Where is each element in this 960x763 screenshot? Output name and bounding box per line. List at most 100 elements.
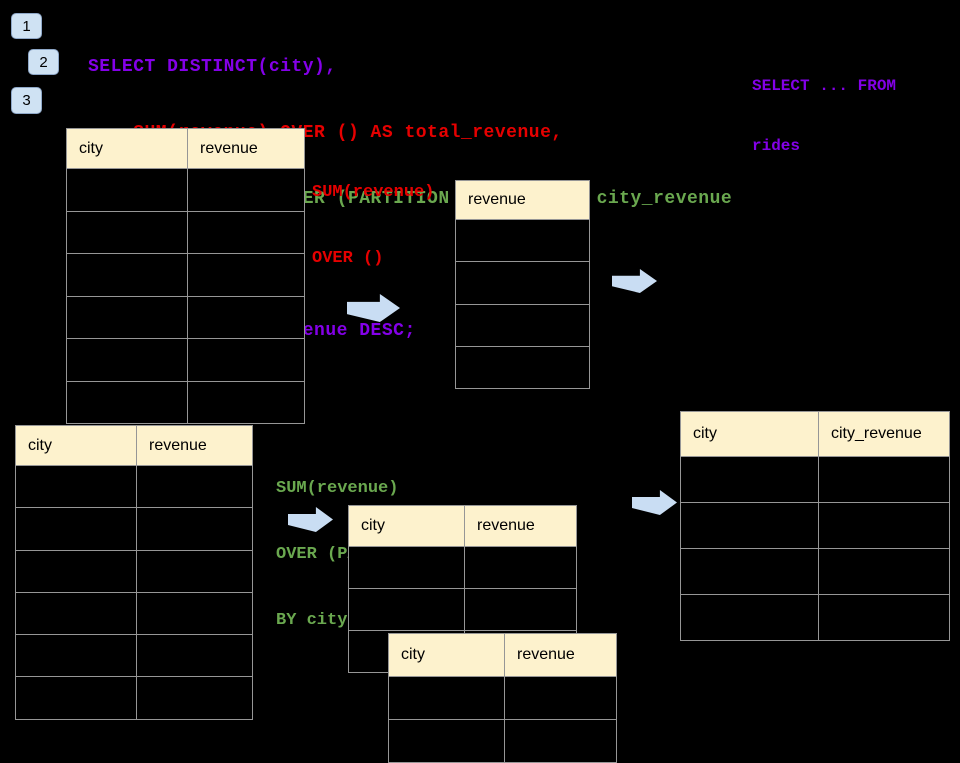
table-row	[456, 261, 589, 303]
column-header-revenue: revenue	[187, 129, 304, 168]
annotation-line: SUM(revenue)	[276, 479, 399, 498]
column-header-revenue: revenue	[504, 634, 616, 676]
table-cell	[389, 677, 504, 719]
table-total-revenue: revenue	[455, 180, 590, 390]
table-row	[681, 456, 949, 502]
table-cell	[67, 212, 187, 254]
table-row	[16, 634, 252, 677]
table-cell	[456, 220, 589, 261]
table-cell	[187, 169, 304, 211]
column-header-city: city	[361, 517, 385, 534]
annotation-select-from-rides: SELECT ... FROM rides	[752, 36, 896, 176]
column-header-revenue: revenue	[464, 506, 576, 546]
column-header-city-revenue: city_revenue	[818, 412, 949, 456]
table-header-row: city revenue	[67, 129, 304, 168]
table-cell	[818, 503, 949, 548]
annotation-line: rides	[752, 137, 801, 155]
annotation-sum-over-all: SUM(revenue) OVER ()	[312, 138, 434, 292]
table-cell	[136, 592, 252, 635]
table-row	[16, 591, 252, 635]
table-header-row: city revenue	[349, 506, 576, 546]
table-cell	[349, 547, 464, 588]
table-cell	[349, 589, 464, 630]
table-row	[389, 676, 616, 719]
table-cell	[504, 720, 616, 762]
table-cell	[187, 254, 304, 296]
table-cell	[464, 589, 576, 630]
step-badge-1: 1	[11, 13, 42, 39]
column-header-city: city	[693, 425, 717, 442]
table-row	[456, 303, 589, 346]
table-row	[456, 345, 589, 388]
table-source-top: city revenue	[66, 128, 305, 424]
table-cell	[681, 457, 818, 502]
table-cell	[456, 305, 589, 346]
table-cell	[456, 347, 589, 388]
step-badge-3: 3	[11, 87, 42, 114]
table-row	[67, 295, 304, 339]
annotation-line: BY city)	[276, 611, 358, 630]
table-cell	[136, 550, 252, 592]
table-row	[67, 210, 304, 254]
table-cell	[67, 254, 187, 296]
table-header-row: revenue	[456, 181, 589, 219]
table-cell	[67, 297, 187, 339]
table-row	[349, 546, 576, 588]
step-badge-2: 2	[28, 49, 59, 75]
right-arrow-icon	[632, 490, 677, 515]
table-row	[349, 588, 576, 630]
table-row	[16, 549, 252, 592]
table-row	[67, 338, 304, 381]
column-header-city: city	[28, 436, 52, 454]
table-row	[16, 676, 252, 719]
table-row	[389, 719, 616, 762]
table-header-row: city city_revenue	[681, 412, 949, 456]
table-row	[16, 507, 252, 550]
table-row	[681, 594, 949, 640]
table-cell	[136, 635, 252, 677]
table-cell	[187, 296, 304, 338]
table-cell	[136, 508, 252, 550]
table-partitioned-overlay: city revenue	[388, 633, 617, 763]
table-cell	[187, 339, 304, 381]
table-cell	[818, 549, 949, 594]
table-cell	[456, 262, 589, 303]
table-cell	[681, 595, 818, 640]
table-cell	[389, 720, 504, 762]
table-row	[681, 548, 949, 594]
sql-code-line-select: SELECT DISTINCT(city),	[88, 57, 337, 77]
column-header-revenue: revenue	[468, 191, 526, 208]
table-cell	[67, 382, 187, 424]
table-cell	[818, 595, 949, 640]
table-cell	[136, 466, 252, 508]
table-source-bottom: city revenue	[15, 425, 253, 720]
table-cell	[67, 169, 187, 211]
table-cell	[16, 677, 136, 718]
table-cell	[67, 339, 187, 381]
annotation-line: OVER ()	[312, 249, 384, 268]
column-header-city: city	[401, 646, 425, 663]
table-cell	[681, 549, 818, 594]
table-cell	[16, 508, 136, 549]
column-header-city: city	[79, 139, 103, 157]
table-cell	[136, 677, 252, 719]
table-header-row: city revenue	[16, 426, 252, 465]
table-row	[67, 380, 304, 424]
table-result-city-revenue: city city_revenue	[680, 411, 950, 641]
table-row	[16, 465, 252, 508]
table-row	[681, 502, 949, 548]
table-cell	[16, 551, 136, 592]
column-header-revenue: revenue	[136, 426, 252, 465]
table-cell	[16, 635, 136, 676]
table-row	[456, 219, 589, 261]
table-cell	[16, 466, 136, 507]
annotation-line: SUM(revenue)	[312, 183, 435, 202]
table-cell	[187, 211, 304, 253]
table-cell	[16, 593, 136, 634]
table-header-row: city revenue	[389, 634, 616, 676]
table-cell	[504, 677, 616, 719]
table-cell	[464, 547, 576, 588]
table-row	[67, 168, 304, 211]
table-cell	[818, 457, 949, 502]
table-cell	[187, 381, 304, 423]
